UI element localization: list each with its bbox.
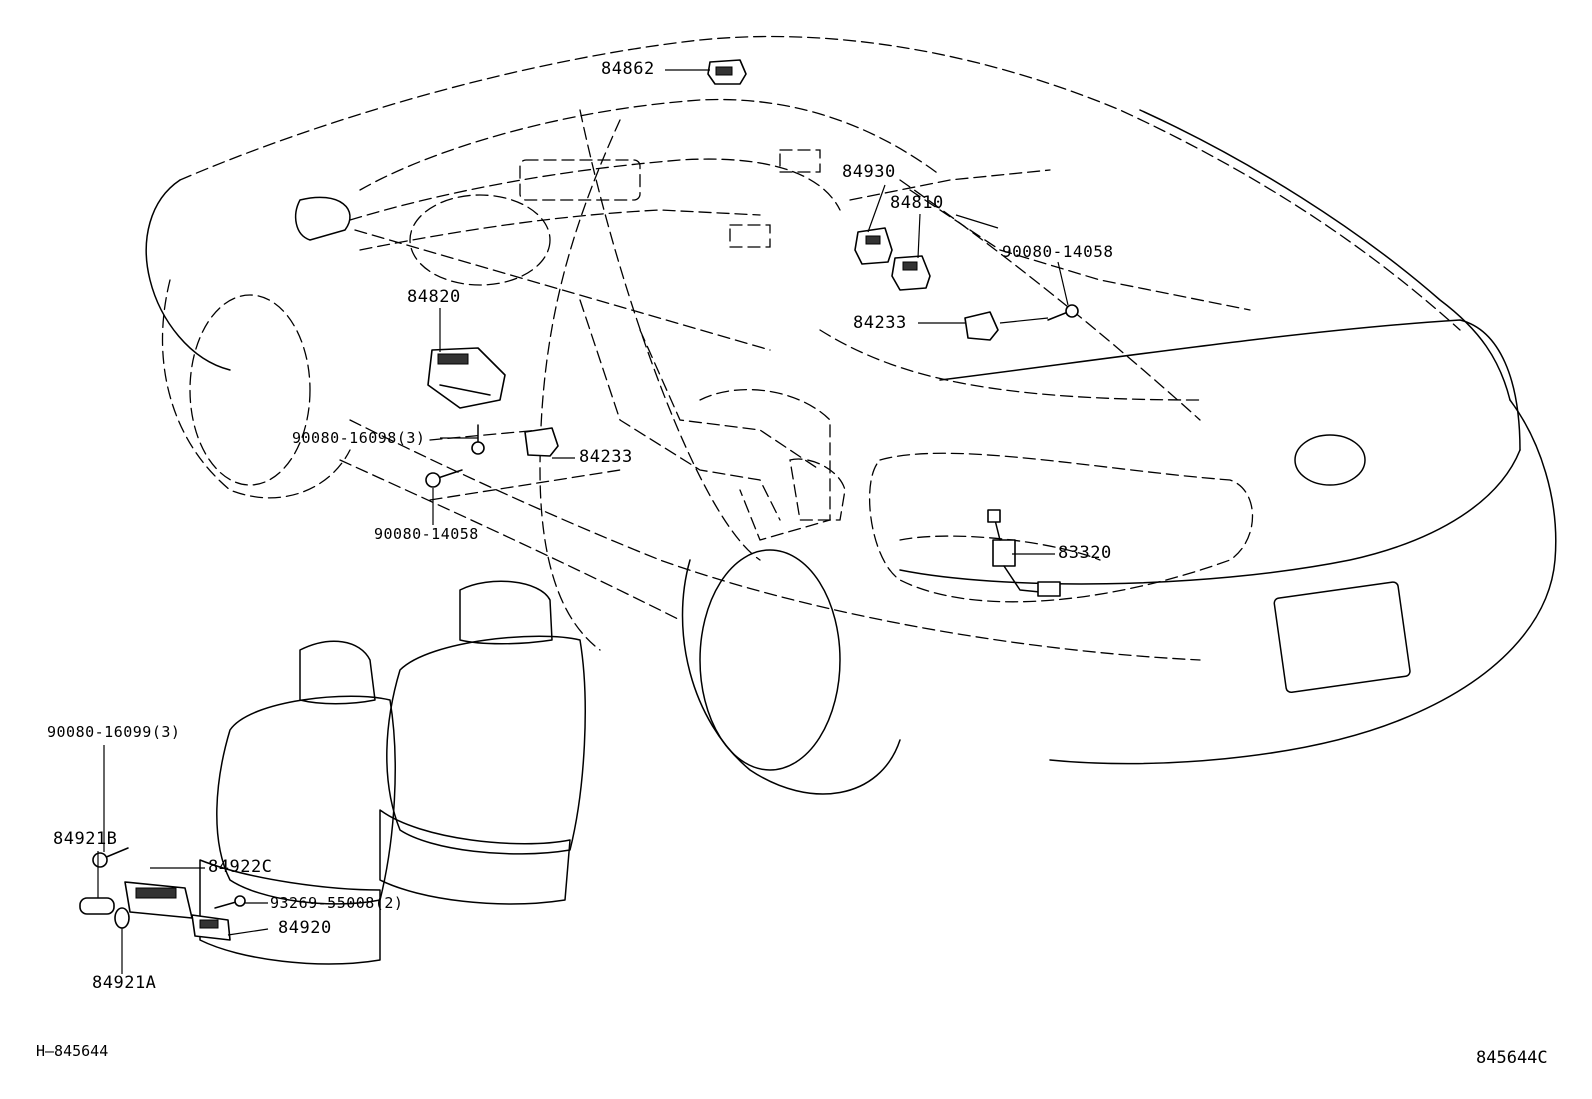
label-84922C: 84922C xyxy=(208,857,273,877)
part-84921B-shape xyxy=(79,897,115,915)
label-84810: 84810 xyxy=(890,193,944,213)
screw-90080-14058-mid-shape xyxy=(425,469,463,488)
leader-lines xyxy=(97,69,1069,974)
screw-90080-16098-shape xyxy=(471,424,485,455)
drawing-reference-left: H—845644 xyxy=(36,1042,109,1060)
part-83320-shape xyxy=(987,509,1061,597)
label-84862: 84862 xyxy=(601,59,655,79)
label-84930: 84930 xyxy=(842,162,896,182)
label-90080-14058-mid: 90080-14058 xyxy=(374,525,479,543)
drawing-reference-right: 845644C xyxy=(1476,1048,1548,1068)
screw-90080-16099-shape xyxy=(92,847,129,868)
part-84233-mid-shape xyxy=(524,427,559,457)
label-84921B: 84921B xyxy=(53,829,118,849)
part-84820-shape xyxy=(427,347,506,409)
part-84233-top-shape xyxy=(964,311,999,341)
label-90080-16099: 90080-16099(3) xyxy=(47,723,181,741)
part-84810-shape xyxy=(891,255,931,291)
label-90080-16098: 90080-16098(3) xyxy=(292,429,426,447)
part-84921A-shape xyxy=(114,907,130,929)
label-83320: 83320 xyxy=(1058,543,1112,563)
part-84930-shape xyxy=(854,227,893,265)
label-90080-14058-top: 90080-14058 xyxy=(1002,242,1114,261)
screw-90080-14058-top-shape xyxy=(1047,304,1079,321)
seats-outline xyxy=(199,580,586,965)
screw-93269-55008-shape xyxy=(214,895,246,909)
label-84920: 84920 xyxy=(278,918,332,938)
label-84233-mid: 84233 xyxy=(579,447,633,467)
label-84233-top: 84233 xyxy=(853,313,907,333)
label-93269-55008: 93269-55008(2) xyxy=(270,894,404,912)
label-84820: 84820 xyxy=(407,287,461,307)
part-84862-shape xyxy=(707,59,747,85)
label-84921A: 84921A xyxy=(92,973,157,993)
car-body-outline xyxy=(145,35,1557,795)
part-84922C-shape xyxy=(124,881,193,919)
part-84920-shape xyxy=(191,914,231,941)
